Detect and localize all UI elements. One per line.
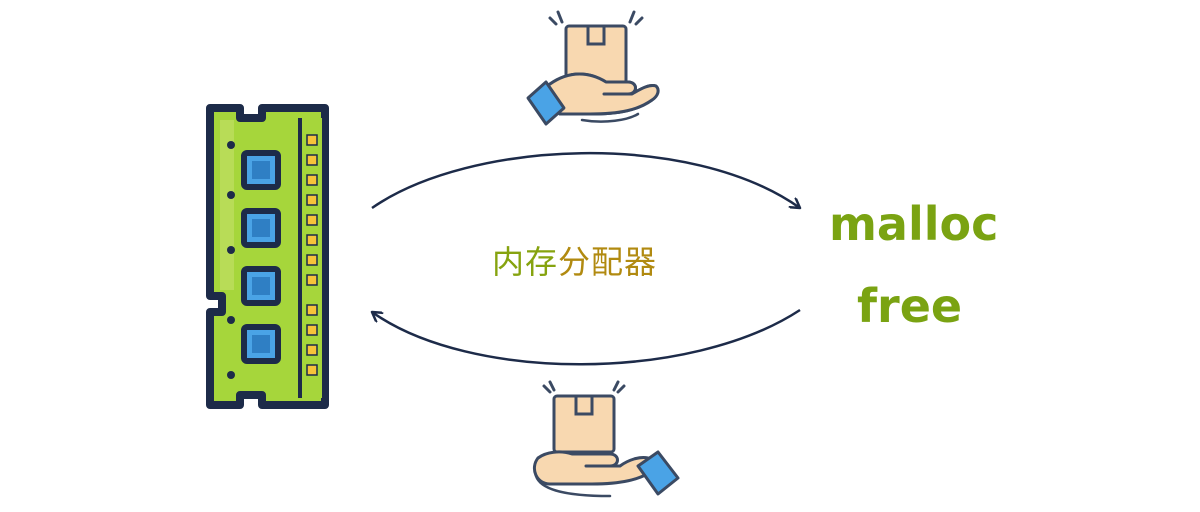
allocate-arrow <box>371 152 800 208</box>
hand-receiving-package-icon <box>533 380 680 498</box>
hand-giving-package-icon <box>526 10 660 126</box>
release-arrow <box>372 308 801 366</box>
memory-stick-icon <box>206 104 329 409</box>
free-label: free <box>857 279 963 333</box>
malloc-label: malloc <box>829 197 999 251</box>
allocator-label-part: 分配器 <box>558 243 658 281</box>
memory-allocator-label: 内存分配器 <box>492 242 657 282</box>
memory-label-part: 内存 <box>492 243 559 281</box>
